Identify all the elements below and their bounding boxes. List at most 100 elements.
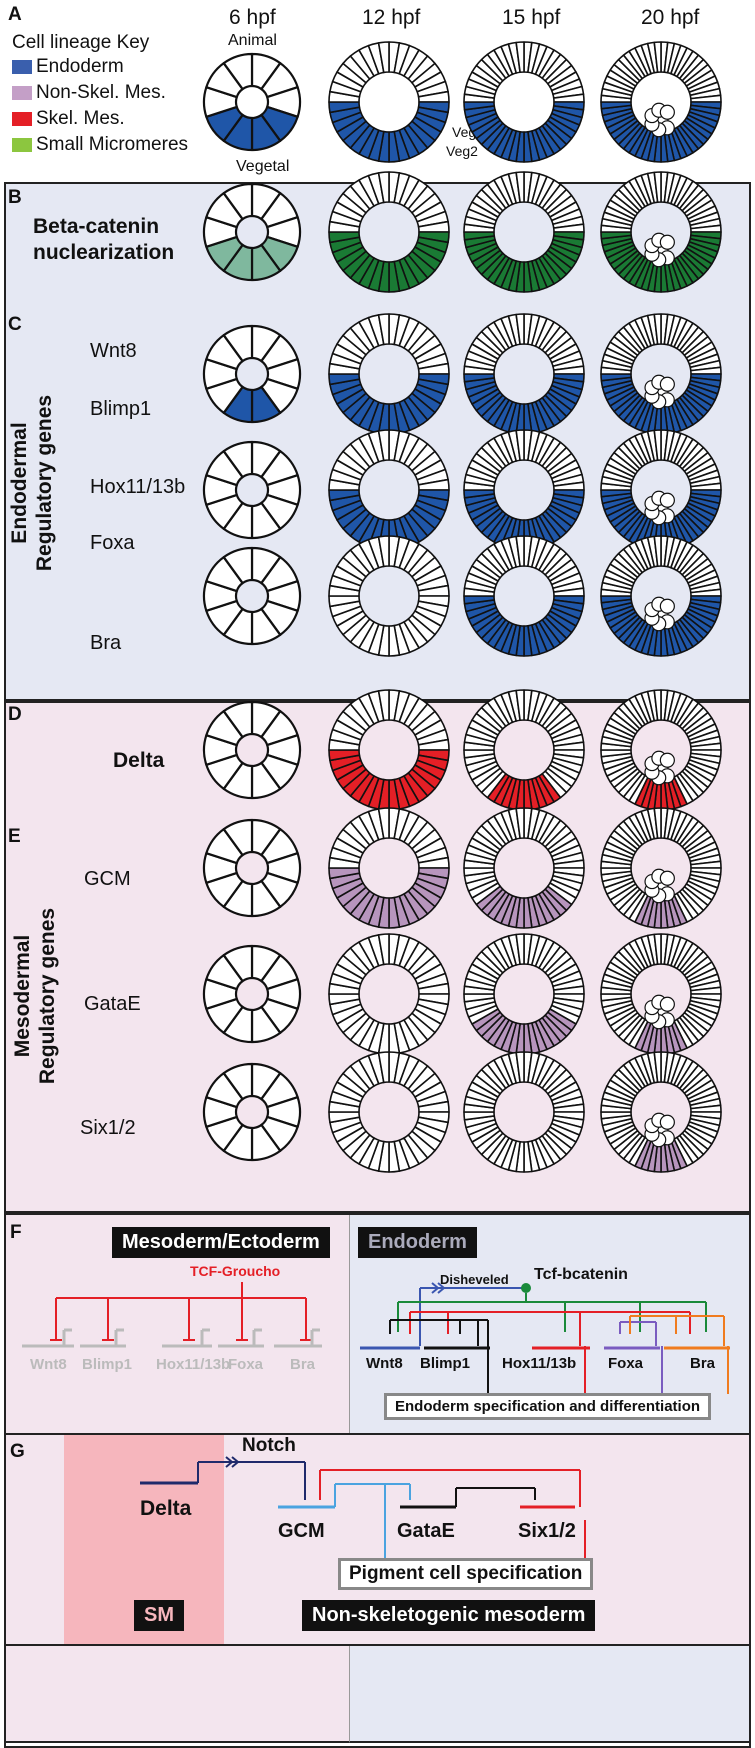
panel-f-right-network [360,1282,730,1396]
nsm-label: Non-skeletogenic mesoderm [302,1600,596,1631]
embryo-r7-c3 [600,933,722,1055]
key-label: Endoderm [36,56,124,77]
pigment-output-box: Pigment cell specification [338,1558,594,1590]
embryo-r6-c1 [328,807,450,929]
key-label: Non-Skel. Mes. [36,82,166,103]
endoderm-box: Endoderm [358,1227,477,1258]
endoderm-output-box: Endoderm specification and differentiati… [384,1393,712,1420]
delta-gene-label: Delta [140,1497,192,1520]
panel-a-letter: A [8,4,22,25]
tcf-groucho-label: TCF-Groucho [190,1263,281,1279]
embryo-r3-c2 [463,429,585,551]
g-gene-six1-2: Six1/2 [518,1520,576,1542]
mesecto-gene-blimp1: Blimp1 [82,1356,133,1373]
embryo-r2-c1 [328,313,450,435]
gene-bra: Bra [90,632,122,654]
vegetal-label: Vegetal [236,158,290,175]
mesecto-gene-hox: Hox11/13b [156,1356,231,1373]
panel-g-letter: G [10,1441,25,1462]
embryo-r2-c3 [600,313,722,435]
embryo-r4-c3 [600,535,722,657]
gene-six1-2: Six1/2 [80,1117,136,1139]
embryo-r0-c0 [202,52,302,152]
embryo-r7-c1 [328,933,450,1055]
panel-d-letter: D [8,704,22,725]
key-item-skel-mes: Skel. Mes. [12,108,125,130]
embryo-r7-c2 [463,933,585,1055]
key-item-small-micromeres: Small Micromeres [12,134,188,156]
embryo-r4-c2 [463,535,585,657]
beta-catenin-title-line1: Beta-catenin [33,215,160,238]
endo-gene-bra: Bra [690,1355,716,1372]
key-label: Small Micromeres [36,134,189,155]
embryo-r6-c2 [463,807,585,929]
sm-label: SM [134,1600,184,1631]
embryo-r4-c1 [328,535,450,657]
embryo-r1-c2 [463,171,585,293]
panel-e-letter: E [8,826,21,847]
key-label: Skel. Mes. [36,108,125,129]
notch-label: Notch [242,1435,296,1456]
tcf-bcatenin-node [521,1283,531,1293]
embryo-r0-c1 [328,41,450,163]
veg2-label: Veg2 [446,143,478,159]
gene-hox11-13b: Hox11/13b [90,476,186,498]
animal-label: Animal [228,32,277,49]
disheveled-label: Disheveled [440,1272,509,1287]
non-skel-mes-swatch [12,86,32,100]
panel-g-network [140,1456,586,1590]
embryo-r3-c0 [202,440,302,540]
embryo-r2-c0 [202,324,302,424]
embryo-r2-c2 [463,313,585,435]
key-item-non-skel-mes: Non-Skel. Mes. [12,82,166,104]
stage-label-6hpf: 6 hpf [229,6,276,29]
embryo-r1-c3 [600,171,722,293]
gene-gcm: GCM [84,868,131,890]
embryo-canvas [202,41,722,1173]
embryo-r6-c3 [600,807,722,929]
small-micromeres-swatch [12,138,32,152]
embryo-r8-c3 [600,1051,722,1173]
embryo-r8-c1 [328,1051,450,1173]
endo-gene-blimp1: Blimp1 [420,1355,471,1372]
panel-f-letter: F [10,1222,22,1243]
endo-gene-hox: Hox11/13b [502,1355,577,1372]
embryo-r7-c0 [202,944,302,1044]
gene-blimp1: Blimp1 [90,398,152,420]
gene-gatae: GataE [84,993,141,1015]
endo-gene-foxa: Foxa [608,1355,644,1372]
embryo-r1-c0 [202,182,302,282]
stage-label-20hpf: 20 hpf [641,6,700,29]
endoderm-swatch [12,60,32,74]
gene-foxa: Foxa [90,532,135,554]
gene-wnt8: Wnt8 [90,340,137,362]
panel-b-letter: B [8,187,22,208]
panel-f-left-network [22,1282,322,1348]
embryo-r6-c0 [202,818,302,918]
embryo-r1-c1 [328,171,450,293]
embryo-r8-c2 [463,1051,585,1173]
delta-title: Delta [113,749,165,772]
embryo-r0-c2 [463,41,585,163]
embryo-r3-c1 [328,429,450,551]
g-gene-gatae: GataE [397,1520,455,1542]
embryo-r5-c3 [600,689,722,811]
endo-gene-wnt8: Wnt8 [366,1355,403,1372]
mesecto-gene-foxa: Foxa [228,1356,264,1373]
g-gene-gcm: GCM [278,1520,325,1542]
stage-label-12hpf: 12 hpf [362,6,421,29]
embryo-r5-c2 [463,689,585,811]
embryo-r4-c0 [202,546,302,646]
embryo-r5-c0 [202,700,302,800]
mesecto-gene-wnt8: Wnt8 [30,1356,67,1373]
key-item-endoderm: Endoderm [12,56,124,78]
lineage-key-title: Cell lineage Key [12,32,150,53]
embryo-r5-c1 [328,689,450,811]
embryo-r0-c3 [600,41,722,163]
mesecto-gene-bra: Bra [290,1356,316,1373]
beta-catenin-title-line2: nuclearization [33,241,175,264]
skel-mes-swatch [12,112,32,126]
embryo-r8-c0 [202,1062,302,1162]
tcf-bcatenin-label: Tcf-bcatenin [534,1266,628,1283]
stage-label-15hpf: 15 hpf [502,6,561,29]
